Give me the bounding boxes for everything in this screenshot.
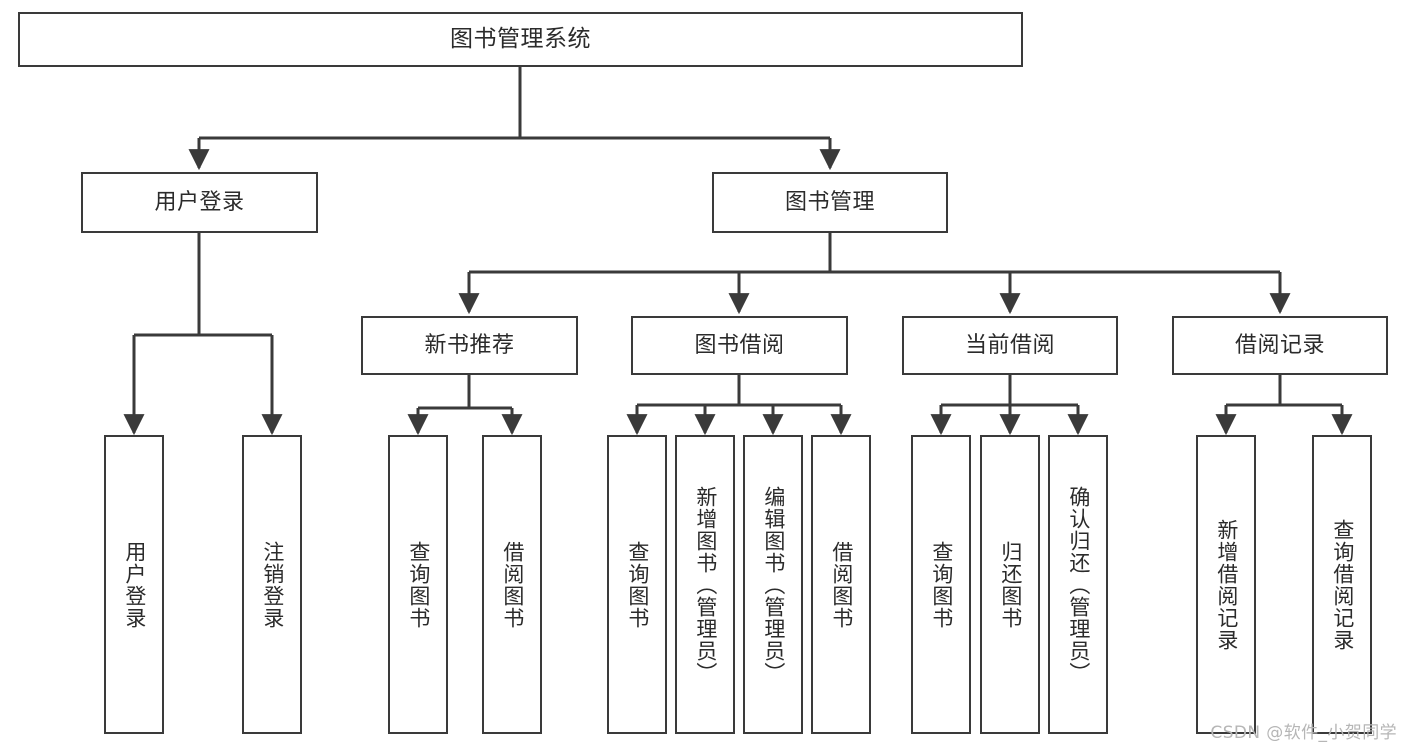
node-leaf-confirm-return-admin[interactable]: 确认归还（管理员） [1048, 435, 1108, 734]
node-book-borrow[interactable]: 图书借阅 [631, 316, 848, 375]
node-label: 注销登录 [260, 540, 285, 629]
node-leaf-edit-book-admin[interactable]: 编辑图书（管理员） [743, 435, 803, 734]
node-book-management[interactable]: 图书管理 [712, 172, 948, 233]
node-current-borrow[interactable]: 当前借阅 [902, 316, 1118, 375]
node-user-login[interactable]: 用户登录 [81, 172, 318, 233]
node-label: 查询图书 [406, 540, 431, 629]
node-label: 确认归还（管理员） [1066, 485, 1091, 684]
node-leaf-add-borrow-record[interactable]: 新增借阅记录 [1196, 435, 1256, 734]
node-label: 归还图书 [998, 540, 1023, 629]
node-leaf-add-book-admin[interactable]: 新增图书（管理员） [675, 435, 735, 734]
node-label: 借阅图书 [500, 540, 525, 629]
node-leaf-query-book-1[interactable]: 查询图书 [388, 435, 448, 734]
node-label: 查询图书 [929, 540, 954, 629]
node-borrow-record[interactable]: 借阅记录 [1172, 316, 1388, 375]
node-label: 当前借阅 [964, 332, 1055, 358]
node-label: 用户登录 [122, 540, 147, 629]
node-label: 查询借阅记录 [1330, 518, 1355, 651]
csdn-watermark: CSDN @软件_小贺同学 [1210, 723, 1397, 743]
node-label: 编辑图书（管理员） [761, 485, 786, 684]
node-leaf-query-book-3[interactable]: 查询图书 [911, 435, 971, 734]
node-leaf-logout-login[interactable]: 注销登录 [242, 435, 302, 734]
node-label: 新增图书（管理员） [693, 485, 718, 684]
node-leaf-query-book-2[interactable]: 查询图书 [607, 435, 667, 734]
node-label: 新书推荐 [424, 332, 515, 358]
node-leaf-query-borrow-record[interactable]: 查询借阅记录 [1312, 435, 1372, 734]
node-label: 借阅记录 [1234, 332, 1325, 358]
node-label: 新增借阅记录 [1214, 518, 1239, 651]
node-leaf-user-login[interactable]: 用户登录 [104, 435, 164, 734]
node-label: 用户登录 [154, 189, 245, 215]
node-label: 图书借阅 [694, 332, 785, 358]
node-label: 查询图书 [625, 540, 650, 629]
node-new-book-recommend[interactable]: 新书推荐 [361, 316, 578, 375]
node-root-book-management-system[interactable]: 图书管理系统 [18, 12, 1023, 67]
node-leaf-borrow-book-2[interactable]: 借阅图书 [811, 435, 871, 734]
node-leaf-return-book[interactable]: 归还图书 [980, 435, 1040, 734]
node-leaf-borrow-book-1[interactable]: 借阅图书 [482, 435, 542, 734]
node-label: 借阅图书 [829, 540, 854, 629]
node-label: 图书管理 [784, 189, 875, 215]
node-label: 图书管理系统 [450, 26, 591, 53]
